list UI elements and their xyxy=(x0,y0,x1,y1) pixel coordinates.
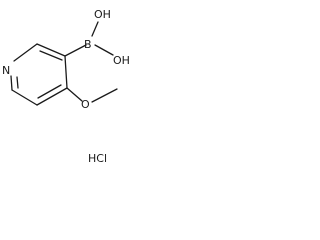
bond-c2-c3-inner xyxy=(39,50,63,61)
bond-o-ch3 xyxy=(91,88,118,103)
salt-label: HCl xyxy=(88,152,107,165)
bond-c4-o xyxy=(66,87,83,102)
ring-nitrogen-label: N xyxy=(2,64,10,77)
hydroxyl-top-label: OH xyxy=(94,8,111,21)
bond-c6-n xyxy=(10,75,13,91)
bond-c4-c5-inner xyxy=(37,84,62,99)
bond-c6-n-inner xyxy=(16,76,19,89)
bond-c2-c3 xyxy=(36,43,66,57)
boron-label: B xyxy=(84,38,92,51)
pyridine-ring xyxy=(10,43,68,106)
bond-c3-b xyxy=(64,44,87,57)
bond-b-oh-right xyxy=(94,44,114,56)
bond-n-c2 xyxy=(13,43,38,62)
bond-b-oh-top xyxy=(91,21,99,37)
methoxy-group xyxy=(66,87,118,103)
hydroxyl-right-label: OH xyxy=(113,54,130,67)
bond-c5-c6 xyxy=(11,89,38,106)
chemical-structure: N B OH OH O HCl xyxy=(2,8,130,165)
bond-c3-c4 xyxy=(64,55,68,89)
bond-c4-c5 xyxy=(36,87,68,106)
boronic-acid-group xyxy=(64,21,114,57)
methoxy-oxygen-label: O xyxy=(81,98,90,111)
